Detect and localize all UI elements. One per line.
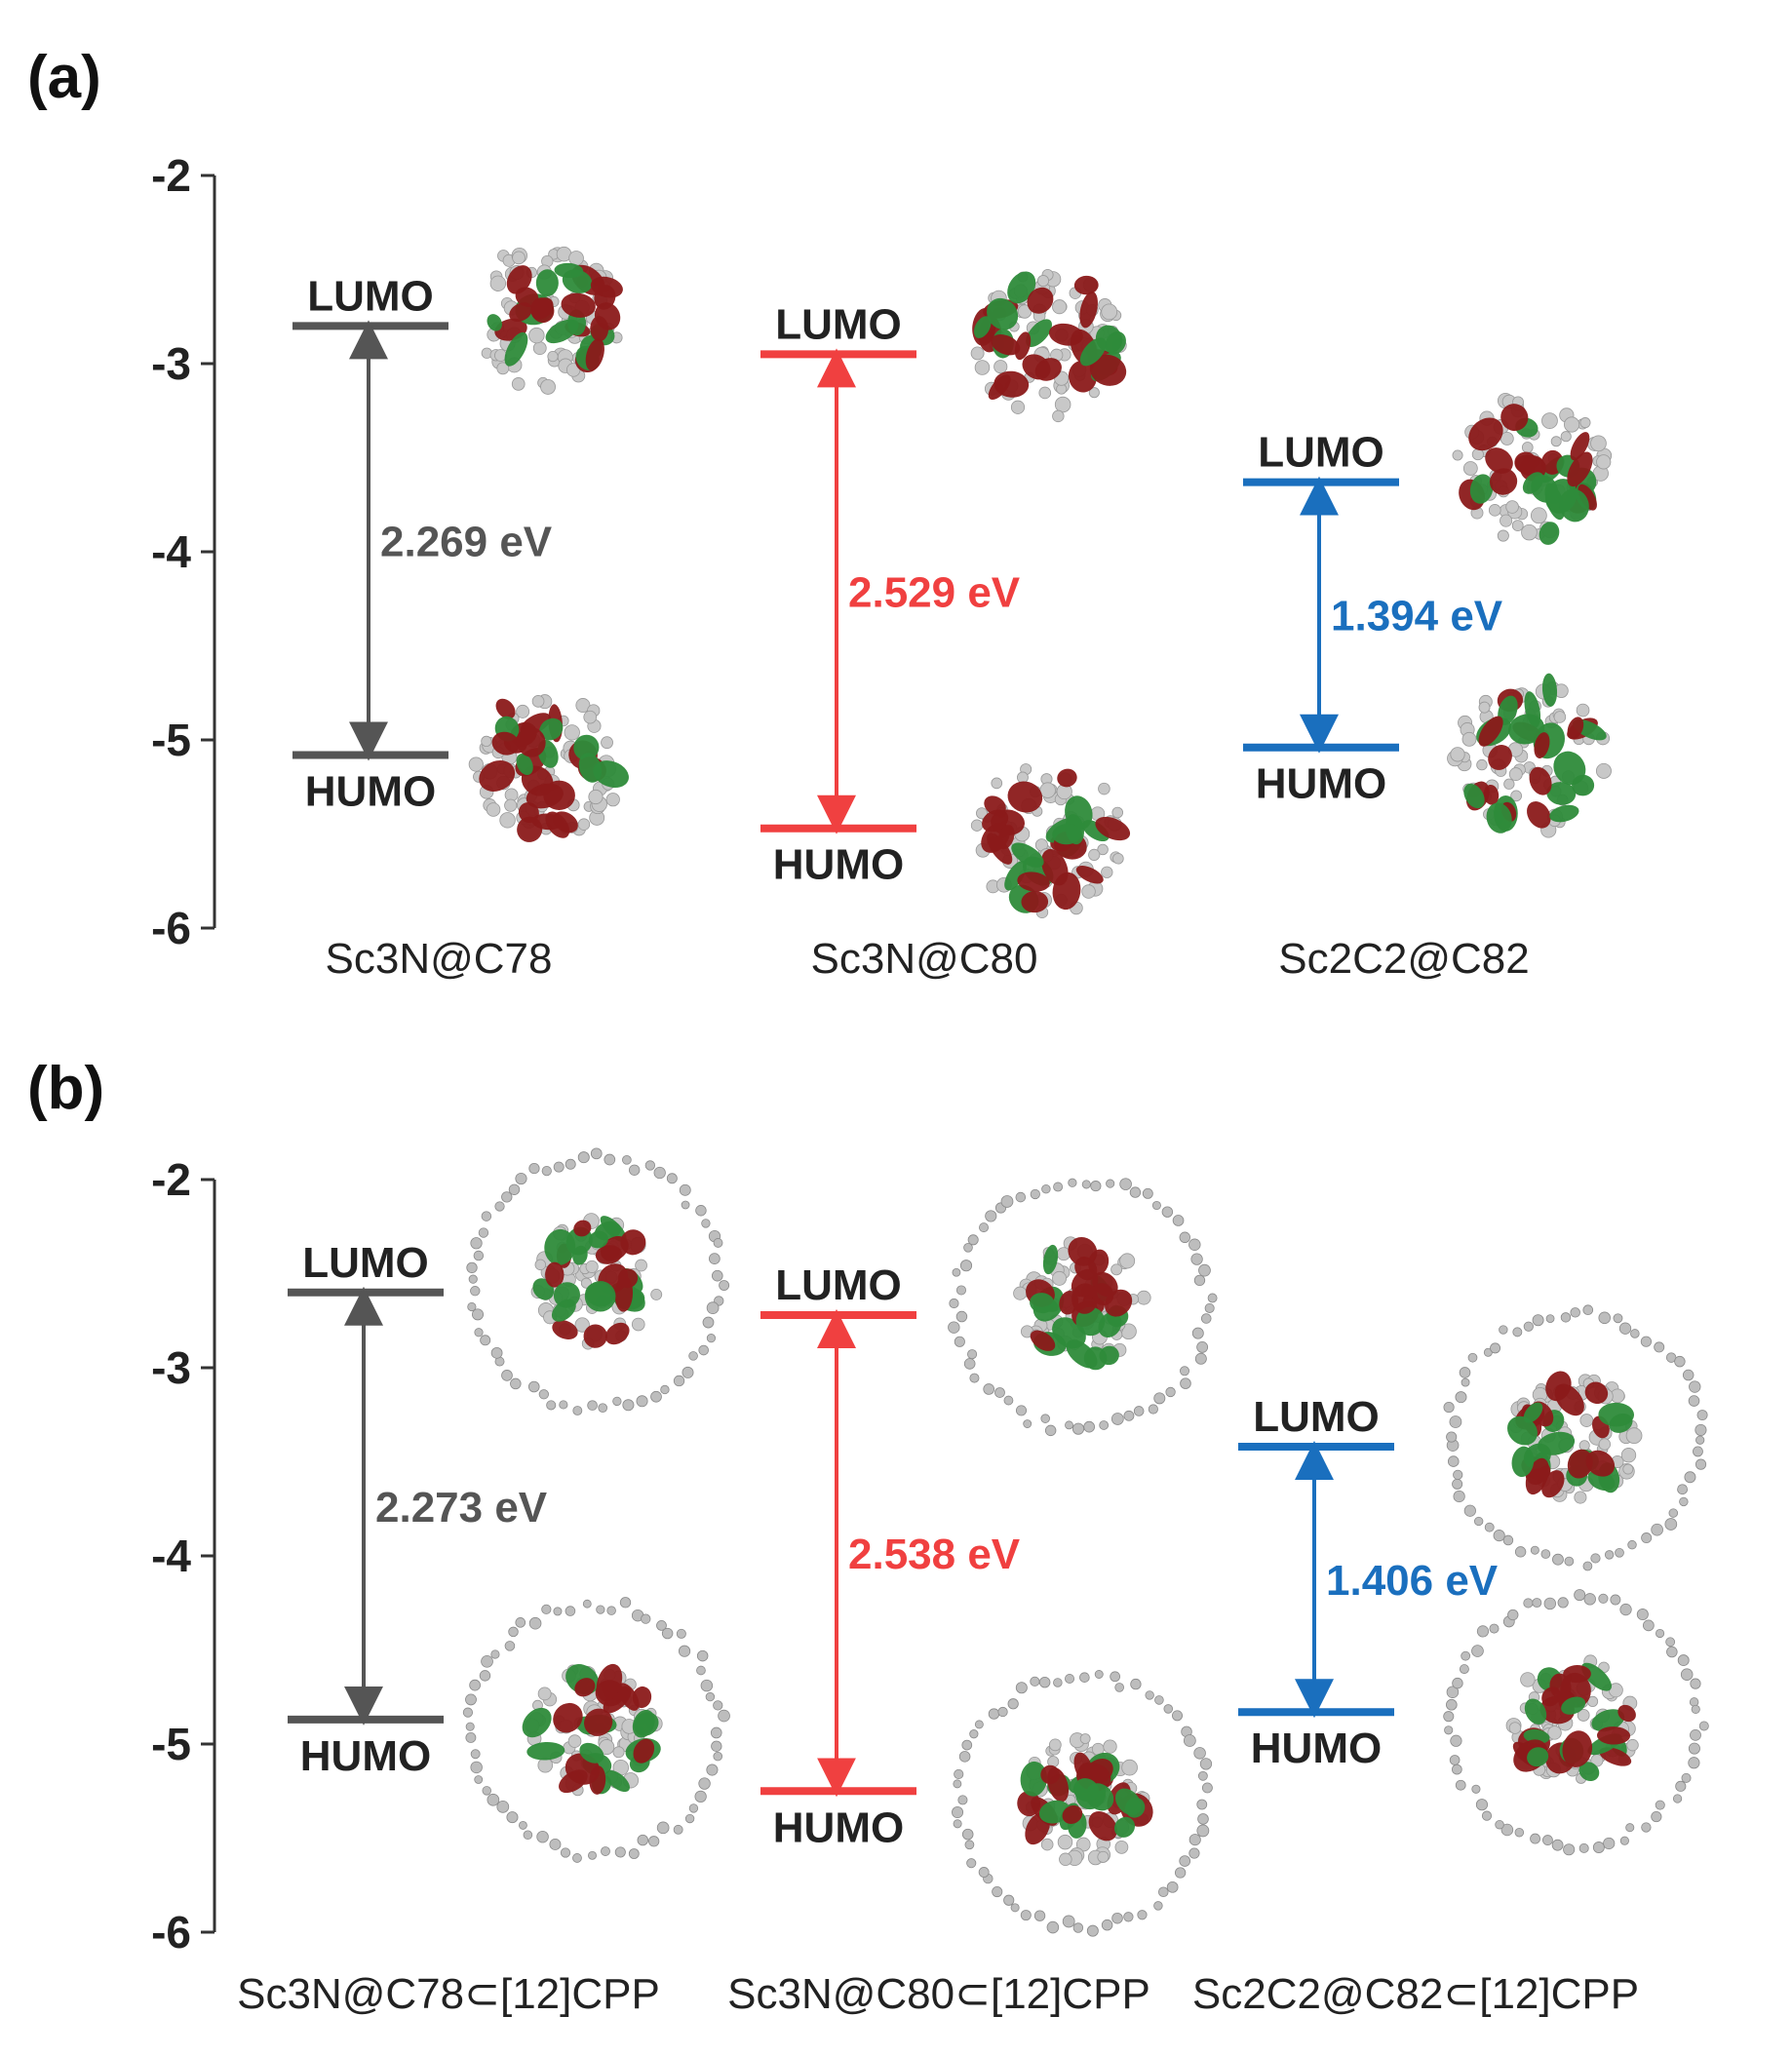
panel-a-label: (a) [27,44,101,111]
lumo-orbital-icon [481,246,623,395]
homo-orbital-icon [970,763,1131,919]
lumo-label: LUMO [1258,429,1384,477]
y-ticks-b: -2 -3 -4 -5 -6 [151,1154,214,1958]
homo-label: HUMO [305,767,436,815]
lumo-label: LUMO [775,300,902,348]
series-group-a: LUMO HUMO 2.269 eV Sc3N@C78 LUMO HUMO 2.529 eV… [292,246,1613,983]
gap-value-label: 1.394 eV [1331,593,1503,640]
y-tick-label: -3 [151,338,191,389]
homo-cpp-ring-icon [462,1597,730,1863]
homo-label: HUMO [773,841,904,889]
lumo-orbital-icon [530,1213,663,1350]
homo-orbital-icon [1017,1732,1153,1866]
y-tick-label: -6 [151,903,191,953]
homo-orbital-icon [468,694,629,842]
y-tick-label: -5 [151,715,191,765]
y-tick-label: -2 [151,1154,191,1205]
compound-name: Sc3N@C78⊂[12]CPP [237,1970,660,2018]
homo-cpp-ring-icon [952,1670,1213,1937]
y-tick-label: -5 [151,1719,191,1769]
compound-name: Sc2C2@C82⊂[12]CPP [1192,1970,1639,2018]
lumo-label: LUMO [1253,1393,1380,1441]
lumo-orbital-icon [1506,1371,1643,1504]
panel-b-label: (b) [27,1055,104,1122]
homo-label: HUMO [1251,1725,1382,1772]
compound-name: Sc3N@C78 [326,935,553,983]
homo-label: HUMO [300,1732,431,1780]
lumo-orbital-icon [1013,1236,1151,1371]
lumo-label: LUMO [307,272,434,320]
homo-orbital-icon [1447,673,1612,838]
y-tick-label: -4 [151,526,191,577]
homo-cpp-ring-icon [1443,1589,1709,1856]
y-tick-label: -6 [151,1907,191,1958]
lumo-orbital-icon [1452,392,1613,545]
series-3: LUMO HUMO 1.406 eV Sc2C2@C82⊂[12]CPP [1192,1304,1709,2018]
lumo-label: LUMO [302,1239,429,1287]
series-2: LUMO HUMO 2.538 eV Sc3N@C80⊂[12]CPP [727,1178,1218,2018]
lumo-cpp-ring-icon [1443,1304,1708,1571]
homo-orbital-icon [522,1663,663,1797]
gap-value-label: 2.273 eV [375,1484,548,1532]
lumo-cpp-ring-icon [948,1178,1218,1437]
series-1: LUMO HUMO 2.269 eV Sc3N@C78 [292,246,629,983]
compound-name: Sc3N@C80 [811,935,1038,983]
homo-label: HUMO [1256,760,1386,808]
homo-orbital-icon [1505,1654,1639,1784]
series-2: LUMO HUMO 2.529 eV Sc3N@C80 [760,268,1131,983]
compound-name: Sc3N@C80⊂[12]CPP [727,1970,1150,2018]
lumo-label: LUMO [775,1261,902,1309]
gap-value-label: 1.406 eV [1326,1557,1499,1605]
series-1: LUMO HUMO 2.273 eV Sc3N@C78⊂[12]CPP [237,1147,730,2018]
y-tick-label: -3 [151,1342,191,1393]
homo-label: HUMO [773,1803,904,1851]
gap-value-label: 2.538 eV [848,1531,1021,1578]
series-3: LUMO HUMO 1.394 eV Sc2C2@C82 [1243,392,1613,983]
gap-value-label: 2.529 eV [848,569,1021,617]
y-tick-label: -4 [151,1531,191,1581]
panel-b: (b) -2 -3 -4 -5 -6 LUMO HUMO 2.273 eV Sc3N@C78⊂… [27,1055,1709,2018]
y-tick-label: -2 [151,150,191,201]
series-group-b: LUMO HUMO 2.273 eV Sc3N@C78⊂[12]CPP LUMO HUMO… [237,1147,1709,2018]
y-ticks-a: -2 -3 -4 -5 -6 [151,150,214,953]
compound-name: Sc2C2@C82 [1278,935,1529,983]
lumo-cpp-ring-icon [466,1147,730,1415]
gap-value-label: 2.269 eV [380,518,553,565]
lumo-orbital-icon [970,268,1127,423]
